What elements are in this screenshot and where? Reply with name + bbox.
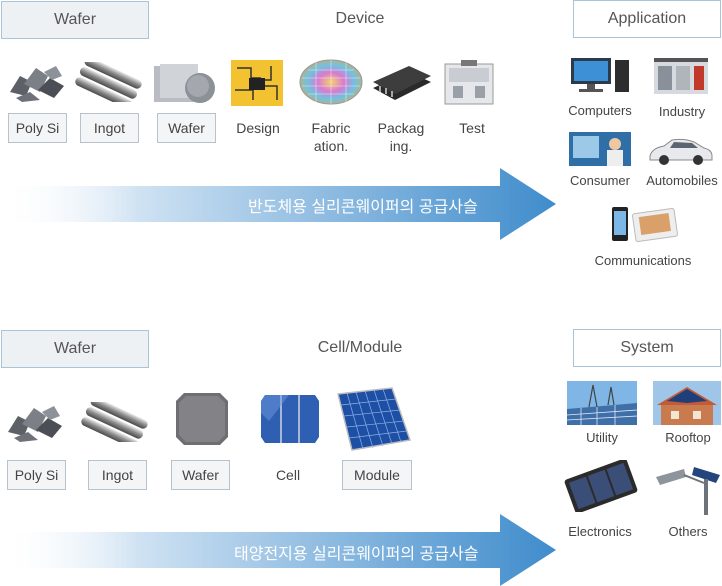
ingot-icon <box>81 402 148 442</box>
wafer-label-2: Wafer <box>171 460 230 490</box>
poly-si-icon <box>8 406 62 442</box>
communications-icon <box>612 207 678 243</box>
others-icon <box>656 467 720 515</box>
automobiles-label: Automobiles <box>646 173 718 188</box>
poly-si-label-1: Poly Si <box>8 113 67 143</box>
cell-module-header: Cell/Module <box>317 339 403 356</box>
fabrication-label: Fabric ation. <box>311 120 351 154</box>
rooftop-label: Rooftop <box>665 430 711 445</box>
wafer-header-1: Wafer <box>1 1 149 39</box>
electronics-icon <box>564 460 638 512</box>
rooftop-icon <box>653 381 721 425</box>
electronics-label: Electronics <box>568 524 632 539</box>
poly-si-icon <box>10 66 64 102</box>
computers-label: Computers <box>568 103 632 118</box>
wafer-label-1: Wafer <box>157 113 216 143</box>
test-label: Test <box>459 120 485 136</box>
industry-icon <box>654 58 708 94</box>
ingot-icon <box>75 62 142 102</box>
application-header: Application <box>573 0 721 38</box>
consumer-label: Consumer <box>570 173 630 188</box>
system-header: System <box>573 329 721 367</box>
computers-icon <box>571 58 629 92</box>
packaging-label: Packag ing. <box>377 120 425 154</box>
solar-wafer-icon <box>176 393 228 445</box>
design-icon <box>231 60 283 106</box>
arrow-text-1: 반도체용 실리콘웨이퍼의 공급사슬 <box>248 199 478 216</box>
utility-icon <box>567 381 637 425</box>
others-label: Others <box>668 524 708 539</box>
device-header: Device <box>335 10 385 27</box>
design-label: Design <box>236 120 280 136</box>
wafer-header-2: Wafer <box>1 330 149 368</box>
wafer-icon <box>154 64 215 103</box>
consumer-icon <box>569 132 631 166</box>
industry-label: Industry <box>658 104 706 119</box>
cell-icon <box>261 395 319 443</box>
poly-si-label-2: Poly Si <box>7 460 66 490</box>
packaging-icon <box>373 66 431 100</box>
arrow-text-2: 태양전지용 실리콘웨이퍼의 공급사슬 <box>234 546 479 563</box>
utility-label: Utility <box>586 430 618 445</box>
automobiles-icon <box>649 138 713 165</box>
communications-label: Communications <box>594 253 692 268</box>
test-icon <box>444 60 494 105</box>
module-label: Module <box>342 460 412 490</box>
module-icon <box>337 387 411 451</box>
supply-chain-arrow-2 <box>0 514 556 586</box>
cell-label: Cell <box>275 467 301 483</box>
supply-chain-arrow-1 <box>0 168 556 240</box>
ingot-label-2: Ingot <box>88 460 147 490</box>
ingot-label-1: Ingot <box>80 113 139 143</box>
fabrication-icon <box>299 59 363 105</box>
